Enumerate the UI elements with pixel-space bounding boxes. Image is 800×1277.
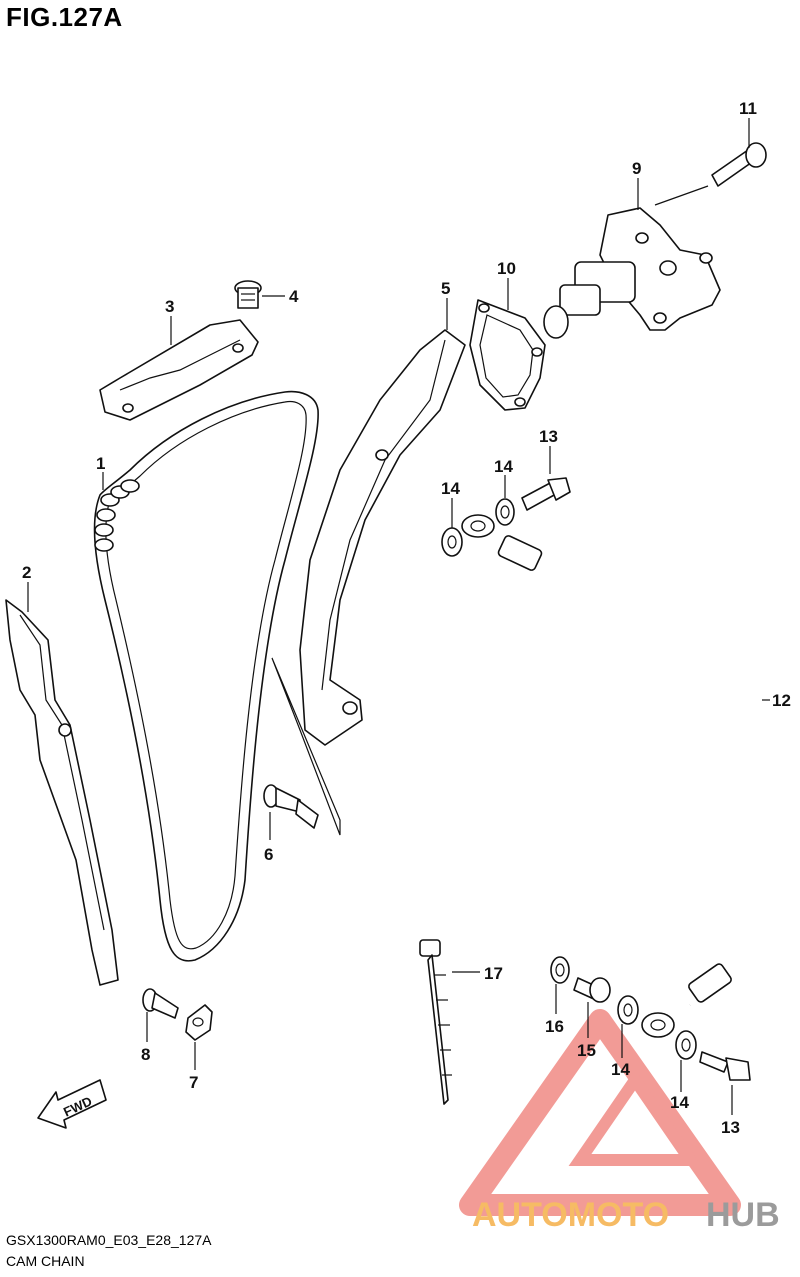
oil-hose-part[interactable]: [461, 514, 783, 1038]
callout-9: 9: [632, 159, 641, 178]
union-bolt-part-15[interactable]: [573, 977, 611, 1003]
bolt-part-6[interactable]: [263, 784, 319, 829]
callout-14-c: 14: [611, 1060, 630, 1079]
callout-17: 17: [484, 964, 503, 983]
callout-5: 5: [441, 279, 450, 298]
callout-14-d: 14: [670, 1093, 689, 1112]
callout-14-a: 14: [441, 479, 460, 498]
tensioner-guide-part[interactable]: [271, 329, 466, 836]
washer-part-14-b[interactable]: [495, 498, 515, 526]
callout-11: 11: [739, 99, 757, 118]
washer-plate-part-7[interactable]: [185, 1004, 213, 1041]
bolt-part-4[interactable]: [234, 280, 262, 309]
figure-title: FIG.127A: [6, 2, 123, 32]
watermark-text-hub: HUB: [706, 1196, 780, 1234]
callout-16: 16: [545, 1017, 564, 1036]
callout-labels: 1 2 3 4 5 6 7 8 9 10 11 12 13 13 14 14 1…: [22, 99, 791, 1137]
callout-2: 2: [22, 563, 31, 582]
callout-4: 4: [289, 287, 299, 306]
leader-lines: [27, 118, 770, 1115]
callout-10: 10: [497, 259, 516, 278]
callout-13-lower: 13: [721, 1118, 740, 1137]
figure-name: CAM CHAIN: [6, 1253, 85, 1269]
washer-part-14-c[interactable]: [617, 995, 639, 1025]
chain-tensioner-part[interactable]: [543, 207, 721, 339]
callout-1: 1: [96, 454, 105, 473]
washer-part-14-d[interactable]: [675, 1030, 697, 1060]
chain-guide-part[interactable]: [5, 599, 119, 986]
forward-direction-arrow: FWD: [37, 1079, 107, 1129]
bolt-part-13-lower[interactable]: [699, 1051, 751, 1081]
bolt-part-8[interactable]: [142, 988, 179, 1019]
cable-tie-part[interactable]: [419, 939, 452, 1105]
callout-14-b: 14: [494, 457, 513, 476]
bolt-part-13-upper[interactable]: [521, 477, 571, 511]
callout-7: 7: [189, 1073, 198, 1092]
callout-6: 6: [264, 845, 273, 864]
top-chain-guide-part[interactable]: [99, 319, 259, 421]
callout-8: 8: [141, 1045, 150, 1064]
callout-3: 3: [165, 297, 174, 316]
washer-part-16[interactable]: [550, 956, 570, 984]
watermark-text-automoto: AUTOMOTO: [472, 1196, 669, 1234]
gasket-part[interactable]: [469, 299, 546, 411]
callout-13-upper: 13: [539, 427, 558, 446]
cam-chain-part[interactable]: [93, 390, 319, 962]
bolt-part-11[interactable]: [711, 142, 767, 187]
callout-12: 12: [772, 691, 791, 710]
callout-15: 15: [577, 1041, 596, 1060]
figure-code: GSX1300RAM0_E03_E28_127A: [6, 1232, 212, 1248]
washer-part-14-a[interactable]: [441, 527, 463, 557]
watermark-logo: AUTOMOTO HUB: [459, 1009, 780, 1234]
chain-links: [94, 479, 140, 552]
